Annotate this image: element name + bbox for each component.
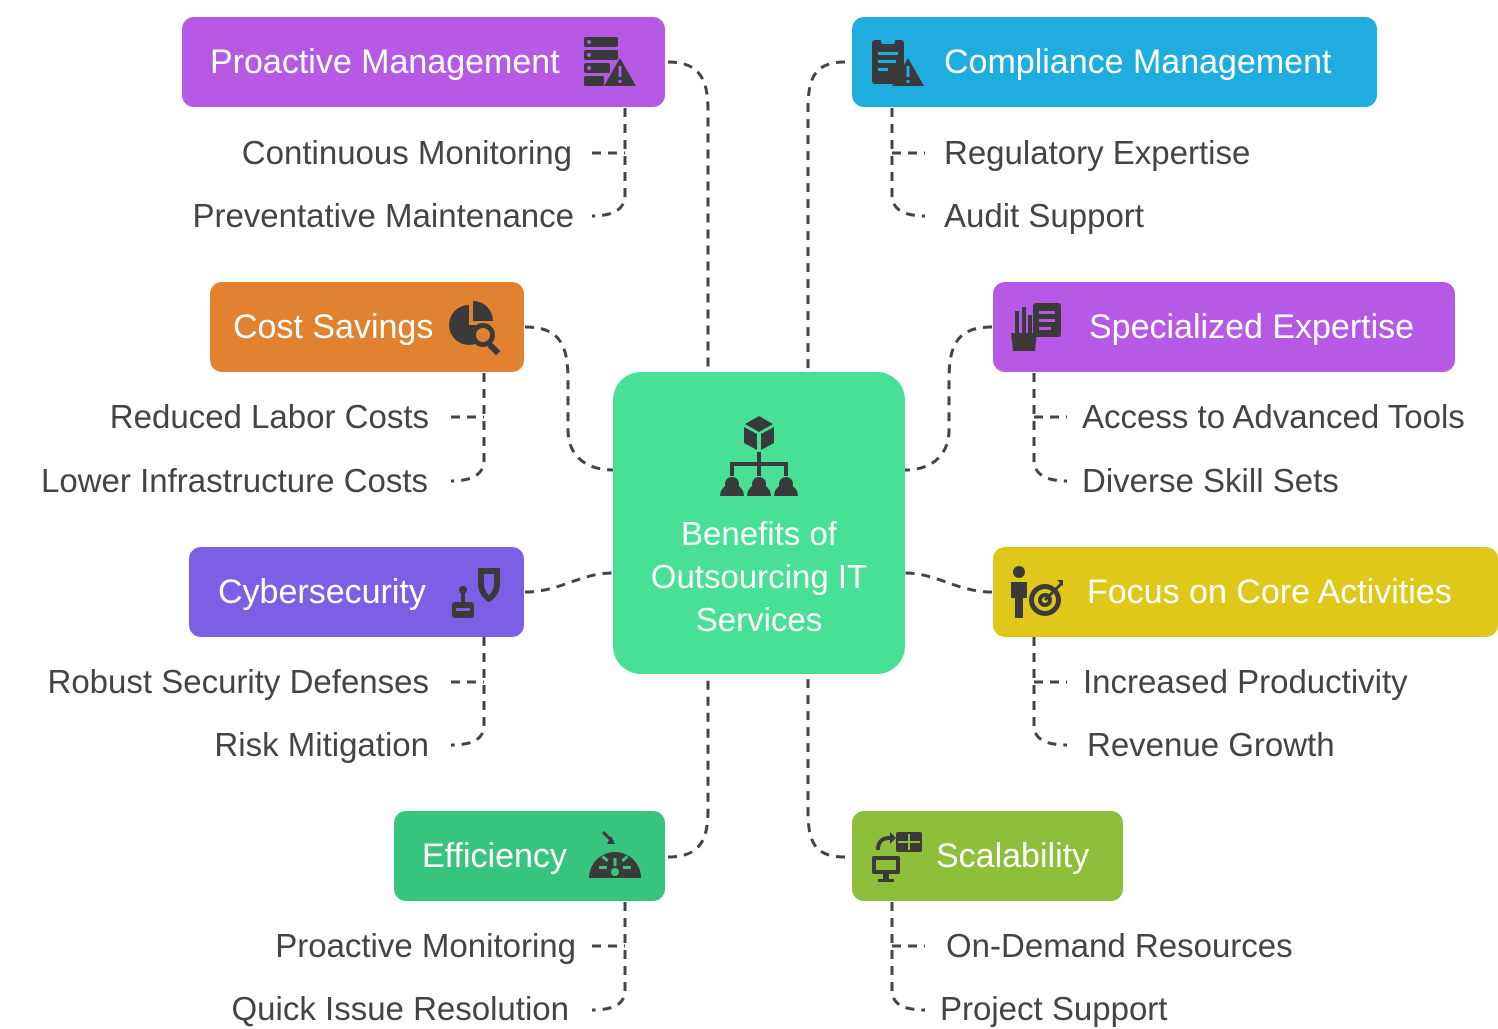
- branch-specialized-expertise: Specialized Expertise: [993, 282, 1455, 372]
- sub-item-preventative-maintenance: Preventative Maintenance: [192, 197, 574, 234]
- sub-item-revenue-growth: Revenue Growth: [1087, 726, 1335, 763]
- sub-item-increased-productivity: Increased Productivity: [1083, 663, 1408, 700]
- branch-cost-savings: Cost Savings: [210, 282, 524, 372]
- connector-compliance: [806, 60, 846, 372]
- hierarchy-icon: [720, 416, 798, 496]
- person-target-icon: [1011, 566, 1063, 618]
- branch-compliance-management: Compliance Management: [852, 17, 1377, 107]
- branch-label: Scalability: [936, 836, 1090, 875]
- branch-efficiency: Efficiency: [394, 811, 665, 901]
- speedometer-icon: [588, 830, 641, 878]
- branch-label: Cost Savings: [233, 307, 434, 346]
- branch-label: Focus on Core Activities: [1087, 572, 1452, 611]
- branch-label: Efficiency: [422, 836, 567, 875]
- sub-item-proactive-monitoring: Proactive Monitoring: [275, 927, 576, 964]
- clipboard-warning-icon: [872, 36, 924, 86]
- pie-chart-search-icon: [449, 301, 501, 355]
- branch-label: Proactive Management: [210, 42, 560, 81]
- sub-item-reduced-labor-costs: Reduced Labor Costs: [109, 398, 429, 435]
- connector-expertise: [904, 325, 993, 472]
- connector-scalability: [806, 674, 846, 859]
- branch-label: Specialized Expertise: [1089, 307, 1415, 346]
- connector-proactive: [667, 60, 710, 372]
- center-node: Benefits of Outsourcing IT Services: [613, 372, 905, 674]
- sub-item-project-support: Project Support: [940, 990, 1168, 1027]
- branch-label: Compliance Management: [944, 42, 1332, 81]
- connector-cost: [524, 325, 614, 472]
- branch-cybersecurity: Cybersecurity: [189, 547, 524, 637]
- sub-item-diverse-skill-sets: Diverse Skill Sets: [1082, 462, 1339, 499]
- tools-list-icon: [1011, 303, 1061, 351]
- sub-item-risk-mitigation: Risk Mitigation: [214, 726, 429, 763]
- branch-label: Cybersecurity: [218, 572, 426, 611]
- connector-focus: [904, 571, 993, 594]
- server-warning-icon: [583, 37, 636, 86]
- sub-item-quick-issue-resolution: Quick Issue Resolution: [231, 990, 570, 1027]
- sub-item-on-demand-resources: On-Demand Resources: [946, 927, 1293, 964]
- sub-item-lower-infrastructure-costs: Lower Infrastructure Costs: [41, 462, 428, 499]
- branch-scalability: Scalability: [852, 811, 1123, 901]
- sub-item-access-to-advanced-tools: Access to Advanced Tools: [1082, 398, 1465, 435]
- sub-item-robust-security-defenses: Robust Security Defenses: [47, 663, 429, 700]
- sub-item-regulatory-expertise: Regulatory Expertise: [944, 134, 1251, 171]
- shield-robot-icon: [451, 568, 500, 618]
- connector-cyber: [524, 571, 614, 594]
- sub-item-audit-support: Audit Support: [944, 197, 1144, 234]
- branch-proactive-management: Proactive Management: [182, 17, 665, 107]
- connector-efficiency: [667, 674, 710, 859]
- sub-item-continuous-monitoring: Continuous Monitoring: [241, 134, 572, 171]
- center-title: Benefits of Outsourcing IT Services: [650, 515, 868, 638]
- monitor-grid-icon: [872, 832, 922, 882]
- branch-focus-on-core-activities: Focus on Core Activities: [993, 547, 1498, 637]
